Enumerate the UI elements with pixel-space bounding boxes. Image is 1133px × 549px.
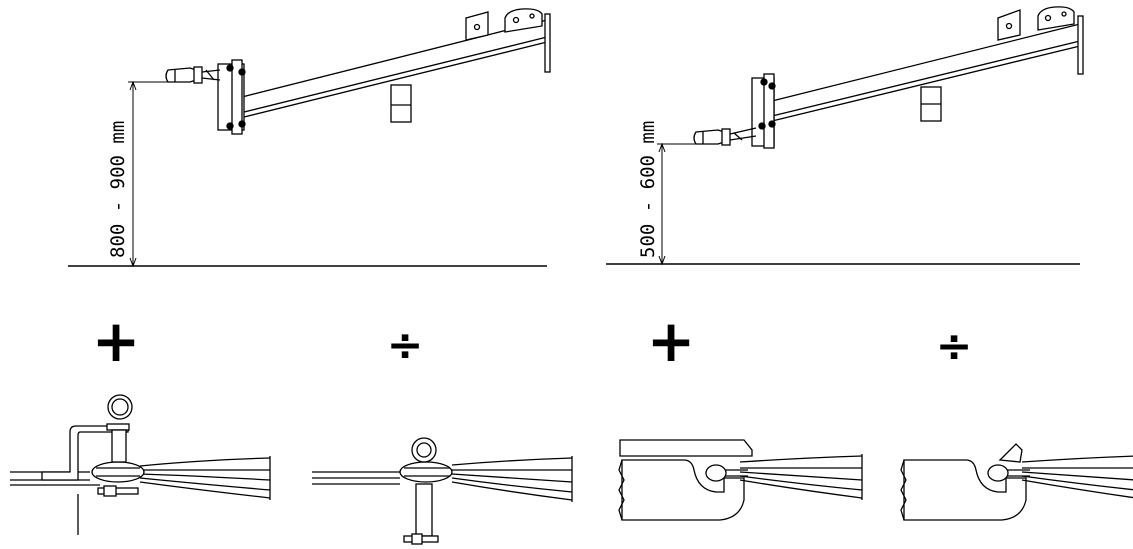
divide-symbol-2: ÷ [936, 321, 973, 372]
hitch-detail-pin-only [312, 437, 573, 545]
right-drawbar-assembly [693, 6, 1084, 149]
hook-detail-with-cover [618, 439, 863, 521]
right-height-label: 500 - 600 mm [637, 121, 659, 258]
left-drawbar-assembly [165, 8, 551, 135]
divide-symbol-1: ÷ [387, 320, 424, 371]
right-height-dimension [657, 142, 696, 266]
plus-symbol-1: + [92, 307, 141, 375]
left-height-dimension [128, 80, 168, 268]
plus-symbol-2: + [647, 307, 696, 375]
left-height-label: 800 - 900 mm [107, 121, 129, 258]
hook-detail-open [900, 443, 1133, 521]
hitch-detail-bracket-pin [10, 394, 271, 535]
